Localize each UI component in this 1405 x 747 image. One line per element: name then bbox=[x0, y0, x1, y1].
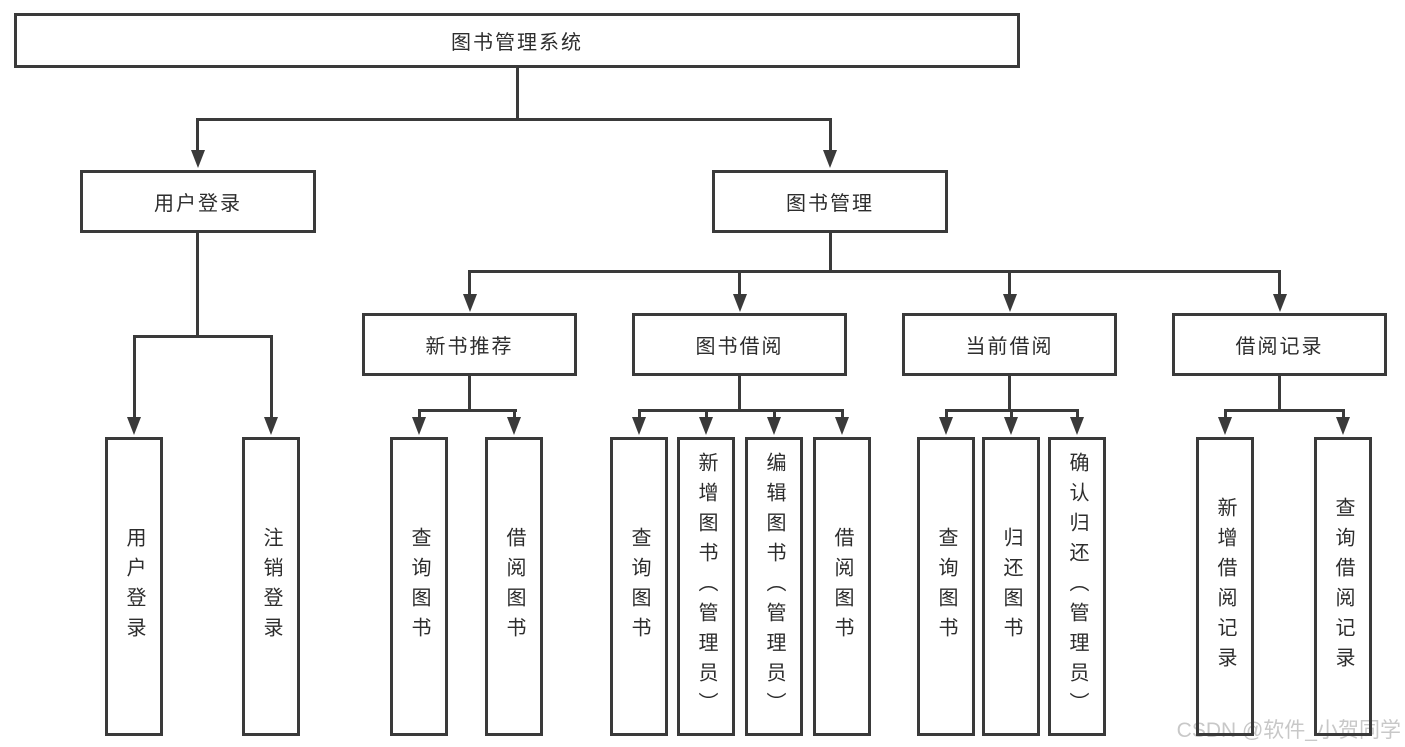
leaf-confirm-return-admin: 确认归还（管理员） bbox=[1048, 437, 1106, 736]
connector-drop-3 bbox=[637, 409, 641, 419]
connector-new-book-stem bbox=[468, 376, 471, 409]
leaf-add-borrow-record-label: 新增借阅记录 bbox=[1214, 496, 1236, 677]
leaf-user-login-label: 用户登录 bbox=[123, 526, 145, 647]
arrowhead-leaf-6 bbox=[835, 417, 849, 435]
connector-drop-5 bbox=[772, 409, 776, 419]
connector-drop-book-borrow bbox=[738, 270, 741, 296]
arrowhead-leaf-5 bbox=[767, 417, 781, 435]
leaf-query-book-recommend-label: 查询图书 bbox=[408, 526, 430, 647]
node-book-borrow: 图书借阅 bbox=[632, 313, 847, 376]
arrowhead-leaf-login bbox=[127, 417, 141, 435]
leaf-query-borrow-record: 查询借阅记录 bbox=[1314, 437, 1372, 736]
node-current-borrow-label: 当前借阅 bbox=[965, 336, 1054, 358]
connector-borrow-records-stem bbox=[1278, 376, 1281, 409]
arrowhead-new-book bbox=[462, 294, 477, 312]
node-root: 图书管理系统 bbox=[14, 13, 1020, 68]
arrowhead-book-mgmt bbox=[823, 150, 837, 168]
leaf-query-book-current: 查询图书 bbox=[917, 437, 975, 736]
connector-drop-11 bbox=[1341, 409, 1345, 419]
connector-drop-leaf-logout bbox=[269, 335, 273, 417]
leaf-add-book-admin: 新增图书（管理员） bbox=[677, 437, 735, 736]
connector-drop-leaf-login bbox=[132, 335, 136, 417]
leaf-query-book-borrow: 查询图书 bbox=[610, 437, 668, 736]
arrowhead-book-borrow bbox=[732, 294, 747, 312]
leaf-logout-label: 注销登录 bbox=[260, 526, 282, 647]
connector-drop-9 bbox=[1075, 409, 1079, 419]
connector-drop-6 bbox=[840, 409, 844, 419]
leaf-edit-book-admin-label: 编辑图书（管理员） bbox=[763, 451, 785, 722]
connector-drop-current-borrow bbox=[1008, 270, 1011, 296]
leaf-query-book-borrow-label: 查询图书 bbox=[628, 526, 650, 647]
connector-new-book-split bbox=[417, 409, 517, 412]
node-user-login-label: 用户登录 bbox=[154, 193, 242, 215]
leaf-add-borrow-record: 新增借阅记录 bbox=[1196, 437, 1254, 736]
leaf-return-book: 归还图书 bbox=[982, 437, 1040, 736]
arrowhead-leaf-logout bbox=[264, 417, 278, 435]
leaf-user-login: 用户登录 bbox=[105, 437, 163, 736]
arrowhead-leaf-7 bbox=[939, 417, 953, 435]
node-book-borrow-label: 图书借阅 bbox=[695, 336, 784, 358]
node-user-login: 用户登录 bbox=[80, 170, 316, 233]
leaf-borrow-book-recommend-label: 借阅图书 bbox=[503, 526, 525, 647]
connector-book-mgmt-stem bbox=[828, 233, 832, 270]
node-borrow-records-label: 借阅记录 bbox=[1235, 336, 1324, 358]
connector-current-borrow-stem bbox=[1008, 376, 1011, 409]
connector-borrow-records-split bbox=[1223, 409, 1345, 412]
leaf-logout: 注销登录 bbox=[242, 437, 300, 736]
connector-drop-borrow-records bbox=[1278, 270, 1281, 296]
node-current-borrow: 当前借阅 bbox=[902, 313, 1117, 376]
connector-user-login-split bbox=[132, 335, 273, 338]
connector-root-stem bbox=[515, 68, 519, 118]
leaf-add-book-admin-label: 新增图书（管理员） bbox=[695, 451, 717, 722]
arrowhead-leaf-1 bbox=[412, 417, 426, 435]
leaf-query-borrow-record-label: 查询借阅记录 bbox=[1332, 496, 1354, 677]
node-new-book-recommend: 新书推荐 bbox=[362, 313, 577, 376]
leaf-query-book-current-label: 查询图书 bbox=[935, 526, 957, 647]
leaf-borrow-book-label: 借阅图书 bbox=[831, 526, 853, 647]
connector-drop-1 bbox=[417, 409, 421, 419]
arrowhead-borrow-records bbox=[1272, 294, 1287, 312]
arrowhead-leaf-8 bbox=[1004, 417, 1018, 435]
connector-drop-new-book bbox=[468, 270, 471, 296]
leaf-borrow-book: 借阅图书 bbox=[813, 437, 871, 736]
node-new-book-recommend-label: 新书推荐 bbox=[425, 336, 514, 358]
leaf-confirm-return-admin-label: 确认归还（管理员） bbox=[1066, 451, 1088, 722]
connector-drop-2 bbox=[512, 409, 516, 419]
node-book-management-label: 图书管理 bbox=[786, 193, 874, 215]
leaf-borrow-book-recommend: 借阅图书 bbox=[485, 437, 543, 736]
arrowhead-leaf-10 bbox=[1218, 417, 1232, 435]
arrowhead-current-borrow bbox=[1002, 294, 1017, 312]
connector-drop-book-mgmt bbox=[828, 118, 832, 152]
connector-drop-user-login bbox=[196, 118, 199, 152]
arrowhead-leaf-9 bbox=[1070, 417, 1084, 435]
node-root-label: 图书管理系统 bbox=[451, 32, 583, 54]
node-borrow-records: 借阅记录 bbox=[1172, 313, 1387, 376]
arrowhead-leaf-11 bbox=[1336, 417, 1350, 435]
arrowhead-leaf-2 bbox=[507, 417, 521, 435]
node-book-management: 图书管理 bbox=[712, 170, 948, 233]
connector-book-borrow-split bbox=[637, 409, 844, 412]
leaf-return-book-label: 归还图书 bbox=[1000, 526, 1022, 647]
arrowhead-user-login bbox=[190, 150, 205, 168]
connector-book-borrow-stem bbox=[738, 376, 741, 409]
connector-root-split bbox=[196, 118, 832, 121]
leaf-edit-book-admin: 编辑图书（管理员） bbox=[745, 437, 803, 736]
leaf-query-book-recommend: 查询图书 bbox=[390, 437, 448, 736]
connector-drop-8 bbox=[1009, 409, 1013, 419]
connector-drop-10 bbox=[1223, 409, 1227, 419]
arrowhead-leaf-3 bbox=[632, 417, 646, 435]
connector-user-login-stem bbox=[196, 233, 199, 335]
csdn-watermark: CSDN @软件_小贺同学 bbox=[1176, 719, 1401, 742]
arrowhead-leaf-4 bbox=[699, 417, 713, 435]
connector-drop-7 bbox=[944, 409, 948, 419]
connector-book-mgmt-split bbox=[468, 270, 1281, 273]
connector-drop-4 bbox=[704, 409, 708, 419]
